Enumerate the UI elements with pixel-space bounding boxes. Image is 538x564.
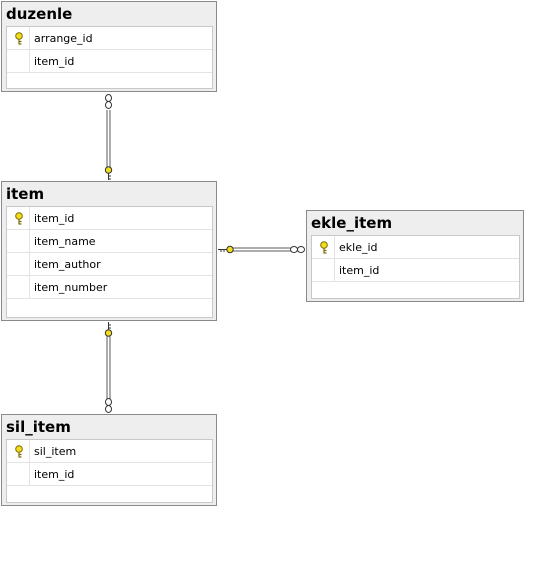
infinity-icon (105, 398, 112, 413)
column-row[interactable]: arrange_id (7, 27, 212, 50)
column-grid: item_id item_name item_author item_numbe… (6, 206, 213, 318)
table-item[interactable]: item item_id item_name item_author item_… (1, 181, 217, 321)
key-icon (104, 166, 113, 180)
table-title: sil_item (6, 418, 71, 436)
infinity-icon (105, 94, 112, 109)
column-row[interactable]: item_id (312, 259, 519, 282)
column-grid: ekle_id item_id (311, 235, 520, 299)
primary-key-icon (15, 212, 23, 225)
column-name: item_id (34, 212, 75, 225)
column-name: arrange_id (34, 32, 93, 45)
column-name: item_author (34, 258, 101, 271)
relationship-duzenle-item[interactable] (104, 94, 113, 181)
key-icon (218, 245, 234, 254)
column-row[interactable]: item_id (7, 50, 212, 73)
empty-row (7, 486, 212, 509)
column-row[interactable]: item_id (7, 463, 212, 486)
column-name: item_id (339, 264, 380, 277)
column-row[interactable]: item_author (7, 253, 212, 276)
primary-key-icon (15, 445, 23, 458)
column-name: item_id (34, 55, 75, 68)
table-title: duzenle (6, 5, 73, 23)
column-row[interactable]: item_name (7, 230, 212, 253)
column-name: item_number (34, 281, 108, 294)
column-row[interactable]: ekle_id (312, 236, 519, 259)
table-title: item (6, 185, 45, 203)
infinity-icon (290, 246, 305, 253)
primary-key-icon (15, 32, 23, 45)
table-sil-item[interactable]: sil_item sil_item item_id (1, 414, 217, 506)
table-title: ekle_item (311, 214, 393, 232)
column-row[interactable]: item_id (7, 207, 212, 230)
key-icon (104, 322, 113, 337)
column-name: item_name (34, 235, 96, 248)
column-name: sil_item (34, 445, 77, 458)
empty-row (7, 73, 212, 96)
table-ekle-item[interactable]: ekle_item ekle_id item_id (306, 210, 524, 302)
relationship-silitem-item[interactable] (104, 322, 113, 413)
empty-row (312, 282, 519, 305)
column-grid: arrange_id item_id (6, 26, 213, 89)
column-grid: sil_item item_id (6, 439, 213, 503)
column-name: item_id (34, 468, 75, 481)
column-name: ekle_id (339, 241, 378, 254)
column-row[interactable]: item_number (7, 276, 212, 299)
empty-row (7, 299, 212, 322)
column-row[interactable]: sil_item (7, 440, 212, 463)
relationship-ekleitem-item[interactable] (218, 245, 305, 254)
primary-key-icon (320, 241, 328, 254)
table-duzenle[interactable]: duzenle arrange_id item_id (1, 1, 217, 92)
